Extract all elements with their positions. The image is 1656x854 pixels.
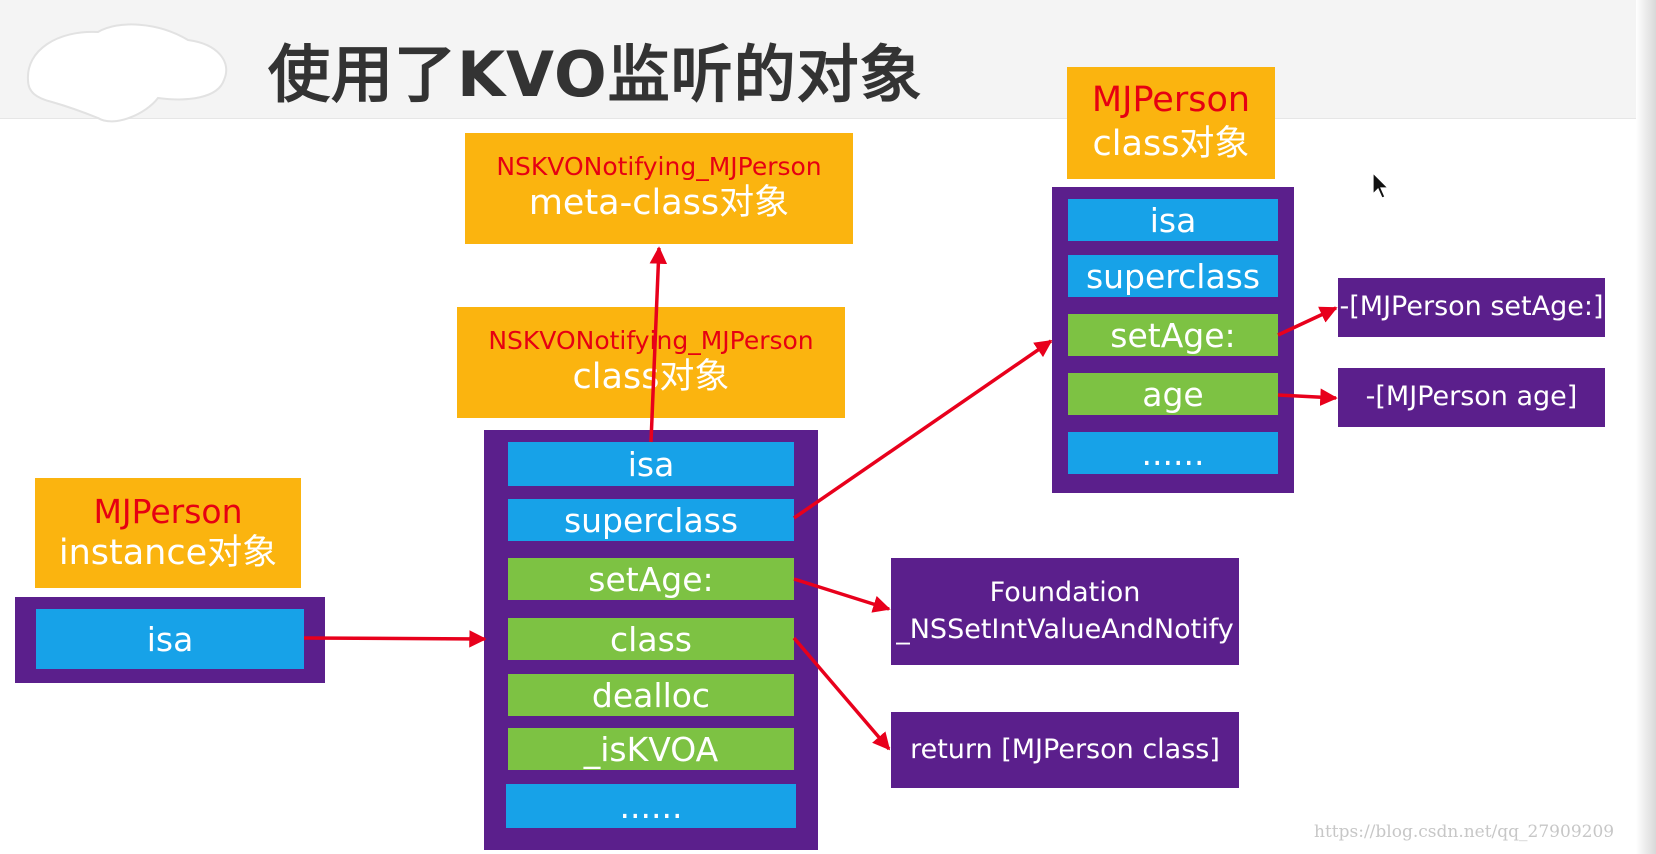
person-class-title-red: MJPerson: [1091, 80, 1251, 121]
return-class-impl-box: return [MJPerson class]: [891, 712, 1239, 788]
instance-title-red: MJPerson: [93, 491, 243, 531]
kvo-slot-setage: setAge:: [508, 558, 794, 600]
person-class-title-white: class对象: [1092, 124, 1250, 164]
kvo-class-title-white: class对象: [572, 357, 730, 398]
kvo-metaclass-title-white: meta-class对象: [528, 183, 790, 224]
person-slot-setage: setAge:: [1068, 314, 1278, 356]
mouse-pointer-icon: [1372, 172, 1390, 199]
scribble-logo: [26, 23, 228, 123]
kvo-class-title-red: NSKVONotifying_MJPerson: [488, 326, 814, 355]
kvo-slot-class: class: [508, 618, 794, 660]
person-slot-age: age: [1068, 373, 1278, 415]
page-title: 使用了KVO监听的对象: [268, 38, 923, 111]
instance-slot-isa: isa: [36, 609, 304, 669]
kvo-slot-isa: isa: [508, 442, 794, 486]
person-age-impl-box: -[MJPerson age]: [1338, 368, 1605, 427]
kvo-slot-iskvoa: _isKVOA: [508, 728, 794, 770]
kvo-metaclass-label: NSKVONotifying_MJPerson meta-class对象: [465, 133, 853, 244]
person-slot-superclass: superclass: [1068, 255, 1278, 297]
kvo-class-label: NSKVONotifying_MJPerson class对象: [457, 307, 845, 418]
instance-label: MJPerson instance对象: [35, 478, 301, 588]
person-setage-impl-box: -[MJPerson setAge:]: [1338, 278, 1605, 337]
header-band: [0, 0, 1656, 119]
person-slot-isa: isa: [1068, 199, 1278, 241]
foundation-impl-line2: _NSSetIntValueAndNotify: [896, 613, 1234, 645]
foundation-impl-box: Foundation _NSSetIntValueAndNotify: [891, 558, 1239, 665]
person-setage-impl-text: -[MJPerson setAge:]: [1339, 291, 1604, 323]
kvo-slot-superclass: superclass: [508, 499, 794, 541]
person-age-impl-text: -[MJPerson age]: [1365, 381, 1578, 413]
kvo-slot-dealloc: dealloc: [508, 674, 794, 716]
kvo-class-panel: isa superclass setAge: class dealloc _is…: [484, 430, 818, 850]
arrow-instance-isa: [303, 630, 487, 648]
person-slot-more: ......: [1068, 432, 1278, 474]
foundation-impl-line1: Foundation: [989, 577, 1141, 609]
watermark: https://blog.csdn.net/qq_27909209: [1314, 822, 1615, 842]
instance-panel: isa: [15, 597, 325, 683]
kvo-slot-more: ......: [506, 784, 796, 828]
window-edge: [1636, 0, 1656, 854]
instance-title-white: instance对象: [58, 532, 278, 573]
person-class-label: MJPerson class对象: [1067, 67, 1275, 179]
person-class-panel: isa superclass setAge: age ......: [1052, 187, 1294, 493]
return-class-impl-text: return [MJPerson class]: [910, 733, 1220, 765]
kvo-metaclass-title-red: NSKVONotifying_MJPerson: [496, 152, 822, 181]
